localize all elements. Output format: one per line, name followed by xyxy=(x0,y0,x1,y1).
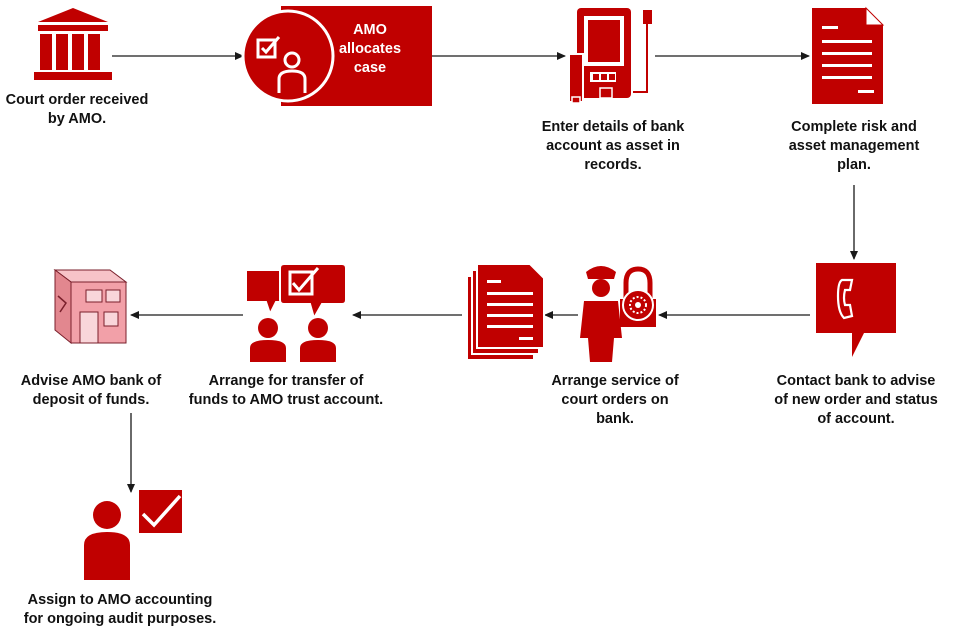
document-icon xyxy=(812,6,885,104)
officer-lock-icon xyxy=(580,266,656,362)
tablet-usb-icon xyxy=(568,8,652,104)
step-label-court-order: Court order received by AMO. xyxy=(5,92,149,127)
step-label-advise-amo: Advise AMO bank of deposit of funds. xyxy=(20,373,162,408)
step-label-assign-accounting: Assign to AMO accounting for ongoing aud… xyxy=(23,592,217,627)
step-label-arrange-transfer: Arrange for transfer of funds to AMO tru… xyxy=(188,373,384,408)
step-label-enter-details: Enter details of bank account as asset i… xyxy=(541,119,685,173)
step-label-contact-bank: Contact bank to advise of new order and … xyxy=(774,373,938,427)
person-checkbox-icon xyxy=(256,36,307,93)
document-stack-icon xyxy=(466,263,545,361)
step-label-arrange-service: Arrange service of court orders on bank. xyxy=(551,373,679,427)
person-check-icon xyxy=(84,490,182,580)
step-label-amo-allocates: AMO allocates case xyxy=(338,22,402,76)
people-chat-icon xyxy=(245,263,347,362)
bank-building-icon xyxy=(53,269,128,345)
courthouse-icon xyxy=(34,8,112,80)
phone-bubble-icon xyxy=(816,263,896,357)
step-label-risk-plan: Complete risk and asset management plan. xyxy=(788,119,920,173)
